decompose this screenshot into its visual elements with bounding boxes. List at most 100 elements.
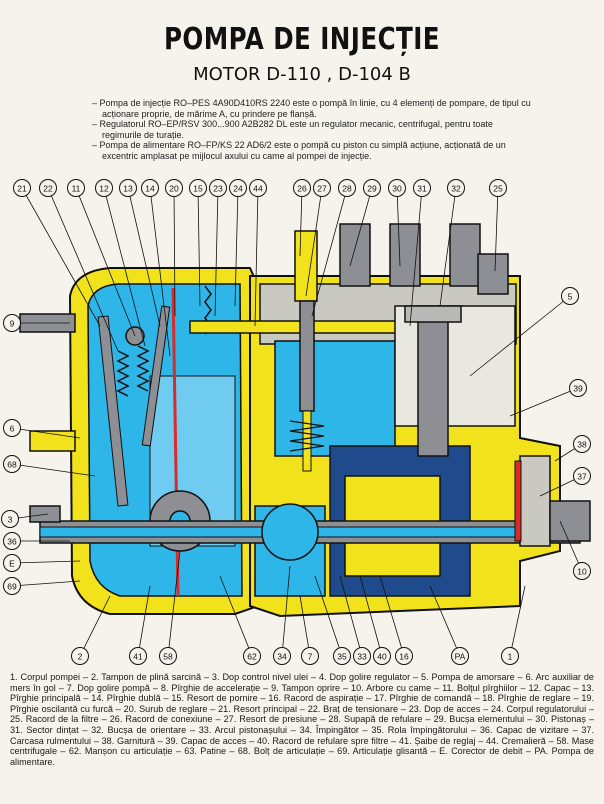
callout-label: 29: [367, 184, 377, 194]
callout-circle: [273, 647, 291, 665]
callout-label: 68: [7, 460, 17, 470]
callout-38: 38: [554, 435, 591, 462]
intro-paragraph: – Regulatorul RO–EP/RSV 300...900 A2B282…: [92, 119, 493, 140]
callout-circle: [489, 179, 507, 197]
callout-leader-line: [214, 187, 219, 317]
callout-leader-line: [197, 187, 201, 307]
callout-28: 28: [311, 179, 356, 317]
callout-label: 27: [317, 184, 327, 194]
callout-30: 30: [388, 179, 406, 267]
delivery-fittings: [339, 223, 509, 295]
callout-leader-line: [494, 187, 499, 272]
callout-label: 69: [7, 582, 17, 592]
callout-label: 16: [399, 652, 409, 662]
callout-leader-line: [103, 187, 146, 347]
callout-2: 2: [71, 595, 111, 665]
callout-label: 32: [451, 184, 461, 194]
callout-label: 33: [357, 652, 367, 662]
callout-13: 13: [119, 179, 161, 327]
callout-12: 12: [95, 179, 146, 347]
callout-33: 33: [339, 575, 371, 665]
callout-circle: [451, 647, 469, 665]
callout-25: 25: [489, 179, 507, 272]
callout-circle: [243, 647, 261, 665]
callout-leader-line: [254, 187, 259, 327]
callout-leader-line: [509, 585, 526, 657]
callout-leader-line: [349, 187, 373, 267]
callout-label: 2: [78, 652, 83, 662]
callout-label: 7: [308, 652, 313, 662]
callout-leader-line: [137, 585, 151, 657]
callout-1: 1: [501, 585, 526, 665]
callout-circle: [3, 455, 21, 473]
callout-circle: [229, 179, 247, 197]
callout-69: 69: [3, 577, 81, 595]
callout-39: 39: [509, 379, 587, 417]
callout-circle: [129, 647, 147, 665]
callout-leader-line: [379, 575, 405, 657]
priming-pump-body: [394, 305, 516, 427]
callout-circle: [95, 179, 113, 197]
callout-36: 36: [3, 532, 70, 550]
callout-leader-line: [21, 187, 101, 327]
callout-26: 26: [293, 179, 311, 257]
callout-24: 24: [229, 179, 247, 307]
callout-label: 62: [247, 652, 257, 662]
callout-leader-line: [299, 595, 311, 657]
priming-pump-piston: [417, 320, 449, 457]
callout-leader-line: [429, 585, 461, 657]
callout-22: 22: [39, 179, 119, 352]
gasket-red: [514, 460, 522, 542]
callout-circle: [395, 647, 413, 665]
callout-circle: [3, 419, 21, 437]
callout-label: 31: [417, 184, 427, 194]
callout-label: 1: [508, 652, 513, 662]
callout-circle: [573, 562, 591, 580]
callout-58: 58: [159, 550, 181, 665]
callout-circle: [301, 647, 319, 665]
callout-68: 68: [3, 455, 96, 477]
callout-44: 44: [249, 179, 267, 327]
feed-connector: [477, 253, 509, 295]
intro-paragraph: – Pompa de alimentare RO–FP/KS 22 AD6/2 …: [92, 140, 506, 161]
callout-circle: [3, 314, 21, 332]
callout-label: 35: [337, 652, 347, 662]
callout-15: 15: [189, 179, 207, 307]
page-subtitle: MOTOR D-110 , D-104 B: [193, 64, 411, 85]
callout-7: 7: [299, 595, 319, 665]
callout-label: 9: [10, 319, 15, 329]
callout-leader-line: [11, 560, 81, 564]
callout-circle: [249, 179, 267, 197]
callout-14: 14: [141, 179, 171, 357]
callout-9: 9: [3, 314, 70, 332]
callout-circle: [141, 179, 159, 197]
callout-circle: [569, 379, 587, 397]
callout-circle: [189, 179, 207, 197]
callout-circle: [388, 179, 406, 197]
callout-21: 21: [13, 179, 101, 327]
callout-label: 12: [99, 184, 109, 194]
callout-label: 26: [297, 184, 307, 194]
callout-label: 41: [133, 652, 143, 662]
callout-label: 15: [193, 184, 203, 194]
callout-40: 40: [359, 575, 391, 665]
callout-circle: [447, 179, 465, 197]
callout-circle: [3, 577, 21, 595]
callout-leader-line: [439, 187, 457, 307]
callout-leader-line: [281, 565, 291, 657]
callout-circle: [373, 647, 391, 665]
callout-leader-line: [47, 187, 119, 352]
callout-circle: [293, 179, 311, 197]
callout-circle: [1, 510, 19, 528]
callout-leader-line: [305, 187, 323, 297]
callout-3: 3: [1, 510, 49, 528]
callout-leader-line: [409, 187, 423, 327]
callout-label: 21: [17, 184, 27, 194]
callout-leader-line: [11, 427, 81, 439]
cam-lobe: [261, 503, 319, 561]
callout-label: 22: [43, 184, 53, 194]
callout-circle: [363, 179, 381, 197]
callout-16: 16: [379, 575, 413, 665]
callout-leader-line: [127, 187, 161, 327]
